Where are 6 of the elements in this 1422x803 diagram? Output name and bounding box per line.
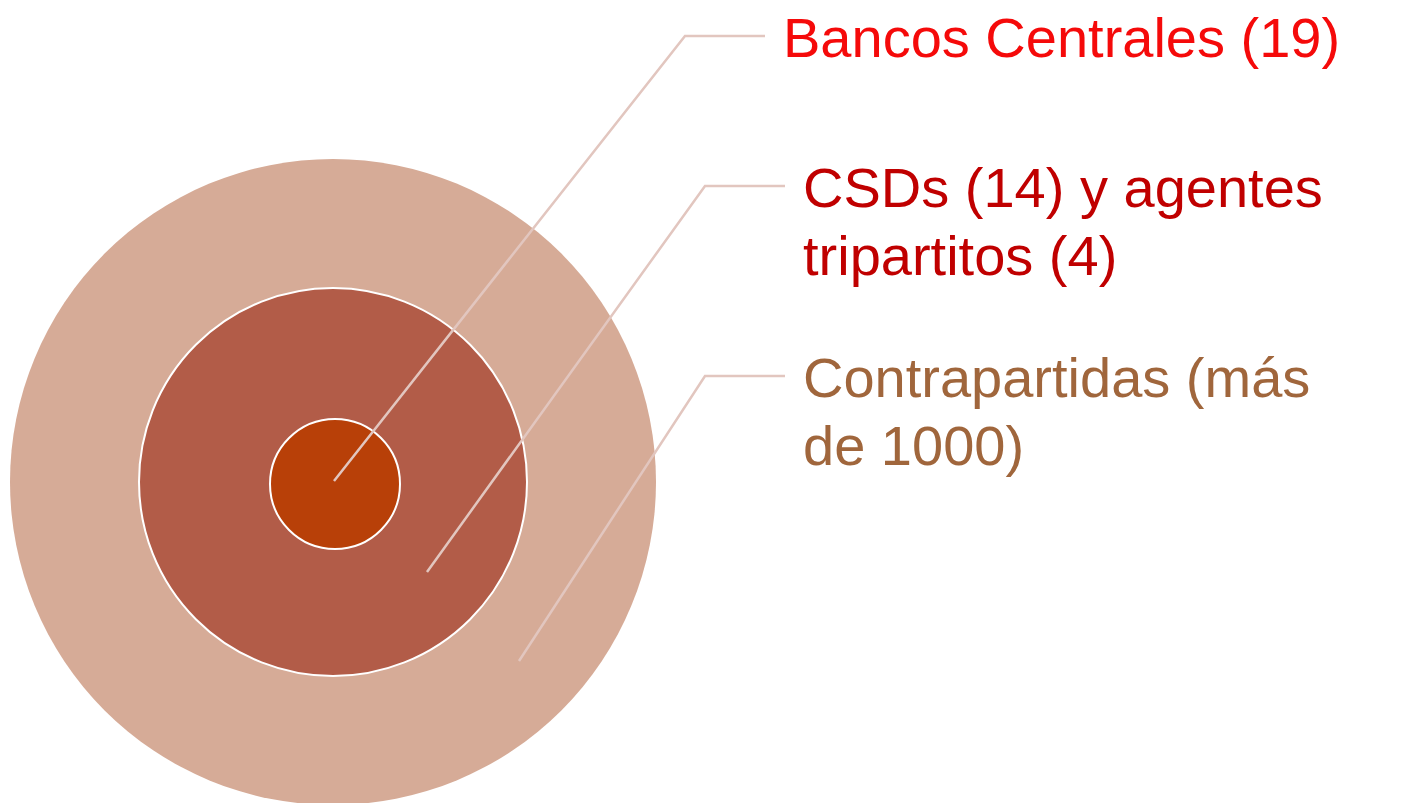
leader-line [426, 184, 785, 573]
leader-line [333, 34, 765, 482]
category-label: CSDs (14) y agentes tripartitos (4) [803, 154, 1403, 290]
leader-line [517, 374, 785, 662]
category-label: Contrapartidas (más de 1000) [803, 344, 1363, 480]
category-label: Bancos Centrales (19) [783, 4, 1422, 72]
